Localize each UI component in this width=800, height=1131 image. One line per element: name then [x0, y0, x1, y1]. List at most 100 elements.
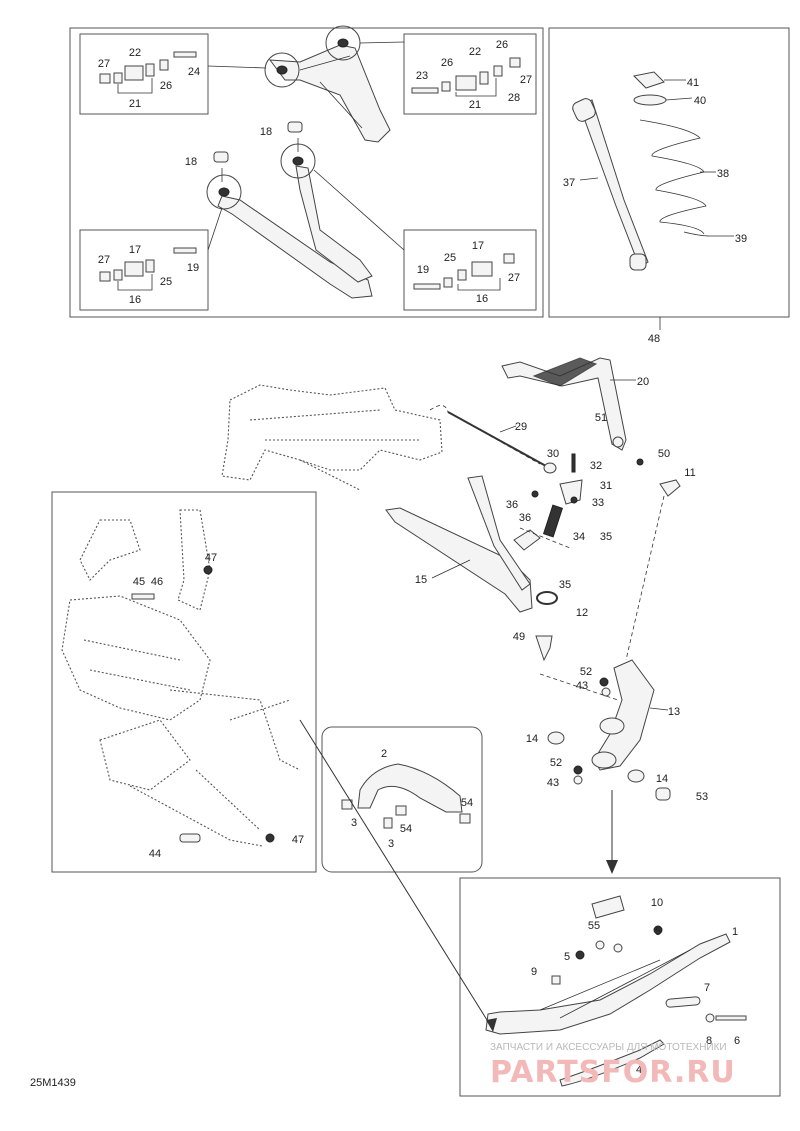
callout-35: 35	[559, 579, 571, 591]
callout-47: 47	[292, 834, 304, 846]
callout-25: 25	[160, 276, 172, 288]
ski-box	[459, 877, 781, 1097]
callout-9: 9	[531, 966, 537, 978]
frame-outline-top	[221, 384, 541, 491]
callout-46: 46	[151, 576, 163, 588]
callout-43: 43	[547, 777, 559, 789]
callout-25: 25	[444, 252, 456, 264]
callout-37: 37	[563, 177, 575, 189]
callout-48: 48	[648, 333, 660, 345]
callout-55: 55	[588, 920, 600, 932]
callout-14: 14	[656, 773, 668, 785]
callout-43: 43	[576, 680, 588, 692]
frame-chassis-drawing	[61, 509, 301, 847]
callout-52: 52	[550, 757, 562, 769]
callout-41: 41	[687, 77, 699, 89]
callout-27: 27	[520, 74, 532, 86]
ball-joint-parts	[535, 436, 681, 701]
callout-19: 19	[417, 264, 429, 276]
callout-32: 32	[590, 460, 602, 472]
callout-30: 30	[547, 448, 559, 460]
callout-15: 15	[415, 574, 427, 586]
callout-47: 47	[205, 552, 217, 564]
callout-27: 27	[508, 272, 520, 284]
callout-24: 24	[188, 66, 200, 78]
hardware-set-16b	[413, 253, 515, 291]
callout-40: 40	[694, 95, 706, 107]
hardware-set-21b	[411, 57, 521, 97]
callout-23: 23	[416, 70, 428, 82]
hardware-box-tl	[79, 33, 209, 115]
callout-18: 18	[185, 156, 197, 168]
callout-17: 17	[129, 244, 141, 256]
callout-5: 5	[564, 951, 570, 963]
lower-control-arm-15	[385, 475, 541, 613]
callout-3: 3	[351, 817, 357, 829]
upper-a-arm-drawing	[207, 25, 405, 143]
frame-box	[51, 491, 317, 873]
watermark-brand: PARTSFOR.RU	[490, 1055, 736, 1090]
callout-1: 1	[732, 926, 738, 938]
callout-12: 12	[576, 607, 588, 619]
callout-26: 26	[441, 57, 453, 69]
callout-6: 6	[734, 1035, 740, 1047]
callout-18: 18	[260, 126, 272, 138]
hardware-set-16a	[99, 247, 197, 291]
callout-8: 8	[706, 1035, 712, 1047]
watermark-caption: ЗАПЧАСТИ И АКСЕССУАРЫ ДЛЯ МОТОТЕХНИКИ	[490, 1042, 727, 1053]
callout-54: 54	[461, 797, 473, 809]
callout-16: 16	[129, 294, 141, 306]
hardware-set-21a	[99, 51, 197, 94]
shock-absorber-drawing	[572, 71, 734, 330]
callout-54: 54	[400, 823, 412, 835]
callout-27: 27	[98, 58, 110, 70]
spindle-13	[547, 659, 671, 874]
callout-17: 17	[472, 240, 484, 252]
callout-38: 38	[717, 168, 729, 180]
callout-26: 26	[496, 39, 508, 51]
hardware-box-tr	[403, 33, 537, 115]
callout-20: 20	[637, 376, 649, 388]
callout-34: 34	[573, 531, 585, 543]
bumper-drawing	[341, 763, 471, 829]
callout-11: 11	[684, 467, 695, 479]
callout-52: 52	[580, 666, 592, 678]
bumper-box	[321, 726, 483, 873]
callout-2: 2	[381, 748, 387, 760]
callout-39: 39	[735, 233, 747, 245]
callout-45: 45	[133, 576, 145, 588]
callout-27: 27	[98, 254, 110, 266]
callout-19: 19	[187, 262, 199, 274]
callout-26: 26	[160, 80, 172, 92]
callout-3: 3	[388, 838, 394, 850]
callout-44: 44	[149, 848, 161, 860]
callout-51: 51	[595, 412, 607, 424]
callout-22: 22	[469, 46, 481, 58]
callout-33: 33	[592, 497, 604, 509]
callout-21: 21	[129, 98, 141, 110]
callout-31: 31	[600, 480, 612, 492]
callout-7: 7	[704, 982, 710, 994]
upper-control-arm-20	[501, 357, 636, 451]
hardware-box-bl	[79, 229, 209, 311]
tie-rod-29	[447, 411, 557, 474]
callout-53: 53	[696, 791, 708, 803]
callout-5: 5	[655, 926, 661, 938]
callout-22: 22	[129, 47, 141, 59]
callout-36: 36	[519, 512, 531, 524]
callout-14: 14	[526, 733, 538, 745]
callout-49: 49	[513, 631, 525, 643]
callout-29: 29	[515, 421, 527, 433]
lower-a-arm-drawing	[206, 121, 405, 299]
callout-50: 50	[658, 448, 670, 460]
callout-35: 35	[600, 531, 612, 543]
hardware-box-br	[403, 229, 537, 311]
ski-drawing	[299, 719, 747, 1087]
upper-arms-box	[69, 27, 544, 318]
callout-36: 36	[506, 499, 518, 511]
callout-13: 13	[668, 706, 680, 718]
callout-10: 10	[651, 897, 663, 909]
callout-16: 16	[476, 293, 488, 305]
